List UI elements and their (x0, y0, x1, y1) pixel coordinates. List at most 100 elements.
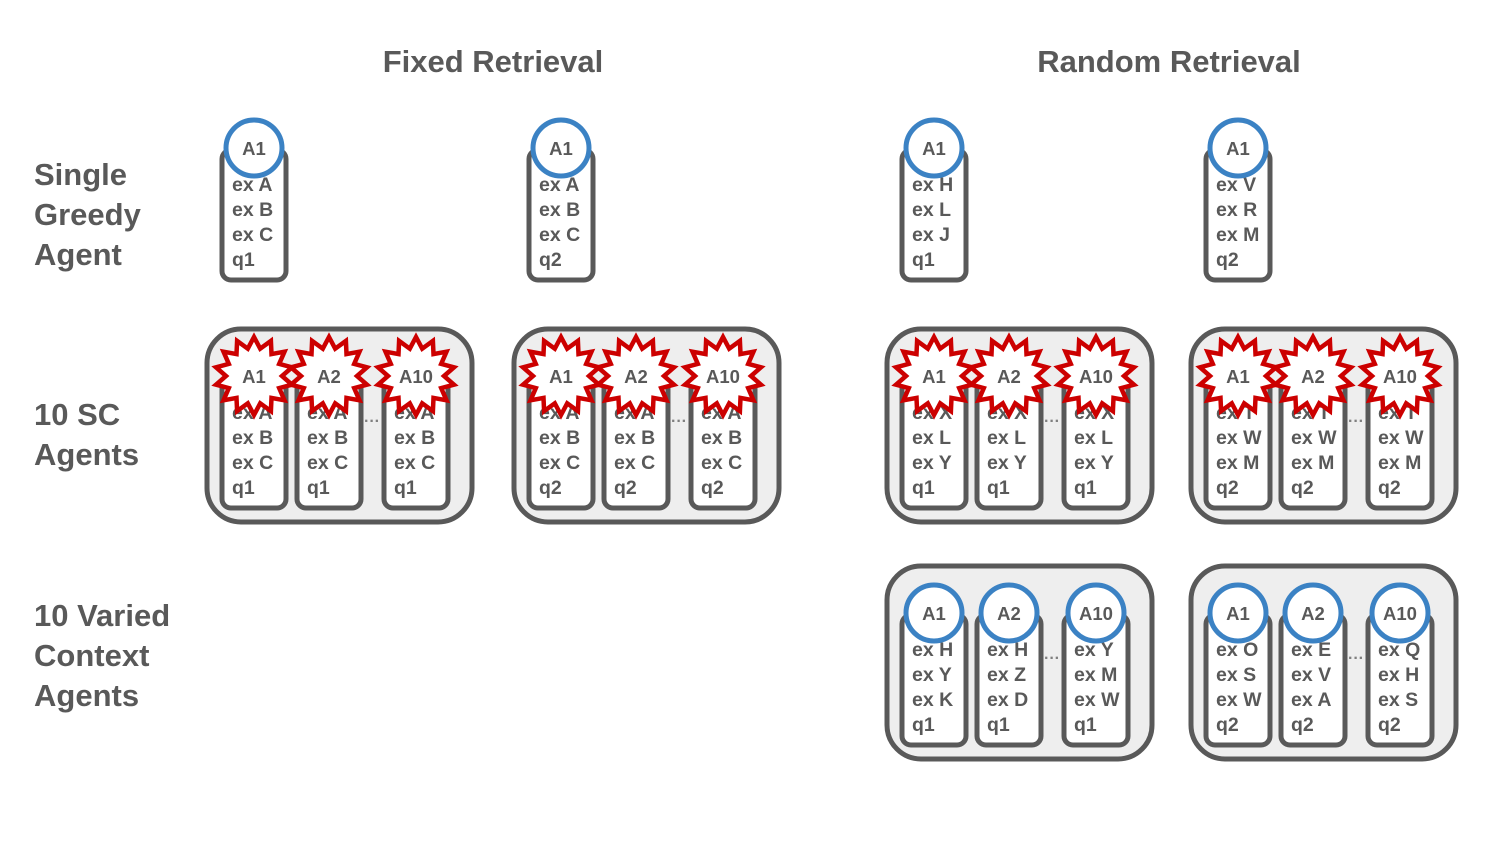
agent-badge-label: A1 (1226, 603, 1250, 624)
query-line: q2 (1291, 714, 1314, 736)
query-line: q1 (912, 249, 935, 271)
example-line: ex D (987, 689, 1028, 711)
agent-badge-label: A1 (1226, 138, 1250, 159)
agent-circle-badge (1207, 582, 1269, 644)
example-line: ex Y (987, 452, 1027, 474)
agent-circle-badge (1207, 117, 1269, 179)
example-line: ex W (1074, 689, 1120, 711)
agent-badge-label: A10 (1079, 603, 1113, 624)
sc-agent-star-badge (211, 332, 297, 420)
agent-circle-badge (1369, 582, 1431, 644)
row-label-single-greedy-agent: Single Greedy Agent (34, 157, 149, 272)
query-line: q2 (539, 249, 562, 271)
agent-badge-label: A1 (922, 603, 946, 624)
agent-badge-label: A10 (706, 366, 740, 387)
query-line: q1 (912, 714, 935, 736)
example-line: ex H (912, 174, 953, 196)
sc-agent-star-badge (286, 332, 372, 420)
agent-badge-label: A10 (399, 366, 433, 387)
example-line: ex M (1216, 224, 1259, 246)
query-line: q2 (1216, 714, 1239, 736)
example-line: ex M (1291, 452, 1334, 474)
query-line: q1 (232, 249, 255, 271)
ellipsis: ··· (364, 413, 380, 430)
agent-badge-label: A2 (317, 366, 341, 387)
example-line: ex L (912, 427, 951, 449)
example-line: ex Y (1074, 639, 1114, 661)
sc-agent-star-badge (1357, 332, 1443, 420)
example-line: ex Q (1378, 639, 1420, 661)
example-line: ex K (912, 689, 953, 711)
example-line: ex L (987, 427, 1026, 449)
example-line: ex M (1378, 452, 1421, 474)
example-line: ex O (1216, 639, 1258, 661)
agent-badge-label: A2 (624, 366, 648, 387)
example-line: ex B (232, 427, 273, 449)
example-line: ex E (1291, 639, 1331, 661)
agent-circle-badge (1065, 582, 1127, 644)
query-line: q1 (307, 477, 330, 499)
sc-agent-star-badge (966, 332, 1052, 420)
agent-badge-label: A2 (1301, 603, 1325, 624)
agent-badge-label: A10 (1079, 366, 1113, 387)
agent-badge-label: A10 (1383, 366, 1417, 387)
query-line: q1 (912, 477, 935, 499)
example-line: ex V (1291, 664, 1331, 686)
query-line: q1 (394, 477, 417, 499)
query-line: q1 (1074, 714, 1097, 736)
example-line: ex C (614, 452, 655, 474)
example-line: ex C (394, 452, 435, 474)
example-line: ex Y (1074, 452, 1114, 474)
example-line: ex W (1216, 427, 1262, 449)
agent-badge-label: A1 (1226, 366, 1250, 387)
example-line: ex A (539, 174, 579, 196)
query-line: q1 (232, 477, 255, 499)
example-line: ex C (232, 224, 273, 246)
query-line: q2 (1378, 477, 1401, 499)
agent-badge-label: A2 (997, 366, 1021, 387)
example-line: ex Y (912, 452, 952, 474)
agent-circle-badge (1282, 582, 1344, 644)
query-line: q1 (987, 477, 1010, 499)
example-line: ex W (1216, 689, 1262, 711)
example-line: ex B (394, 427, 435, 449)
example-line: ex M (1074, 664, 1117, 686)
agent-circle-badge (223, 117, 285, 179)
agent-badge-label: A1 (549, 366, 573, 387)
example-line: ex H (912, 639, 953, 661)
example-line: ex J (912, 224, 950, 246)
sc-agent-star-badge (373, 332, 459, 420)
column-title-fixed-retrieval: Fixed Retrieval (383, 44, 604, 79)
example-line: ex W (1378, 427, 1424, 449)
agent-badge-label: A2 (997, 603, 1021, 624)
example-line: ex B (539, 199, 580, 221)
sc-agent-star-badge (680, 332, 766, 420)
column-title-random-retrieval: Random Retrieval (1037, 44, 1301, 79)
query-line: q2 (1291, 477, 1314, 499)
example-line: ex R (1216, 199, 1257, 221)
example-line: ex B (701, 427, 742, 449)
query-line: q2 (614, 477, 637, 499)
example-line: ex V (1216, 174, 1256, 196)
example-line: ex B (614, 427, 655, 449)
example-line: ex H (1378, 664, 1419, 686)
query-line: q1 (987, 714, 1010, 736)
example-line: ex B (307, 427, 348, 449)
example-line: ex S (1216, 664, 1256, 686)
example-line: ex C (701, 452, 742, 474)
ellipsis: ··· (1348, 413, 1364, 430)
example-line: ex M (1216, 452, 1259, 474)
agent-badge-label: A2 (1301, 366, 1325, 387)
agent-badge-label: A1 (922, 366, 946, 387)
query-line: q2 (1216, 477, 1239, 499)
example-line: ex L (912, 199, 951, 221)
